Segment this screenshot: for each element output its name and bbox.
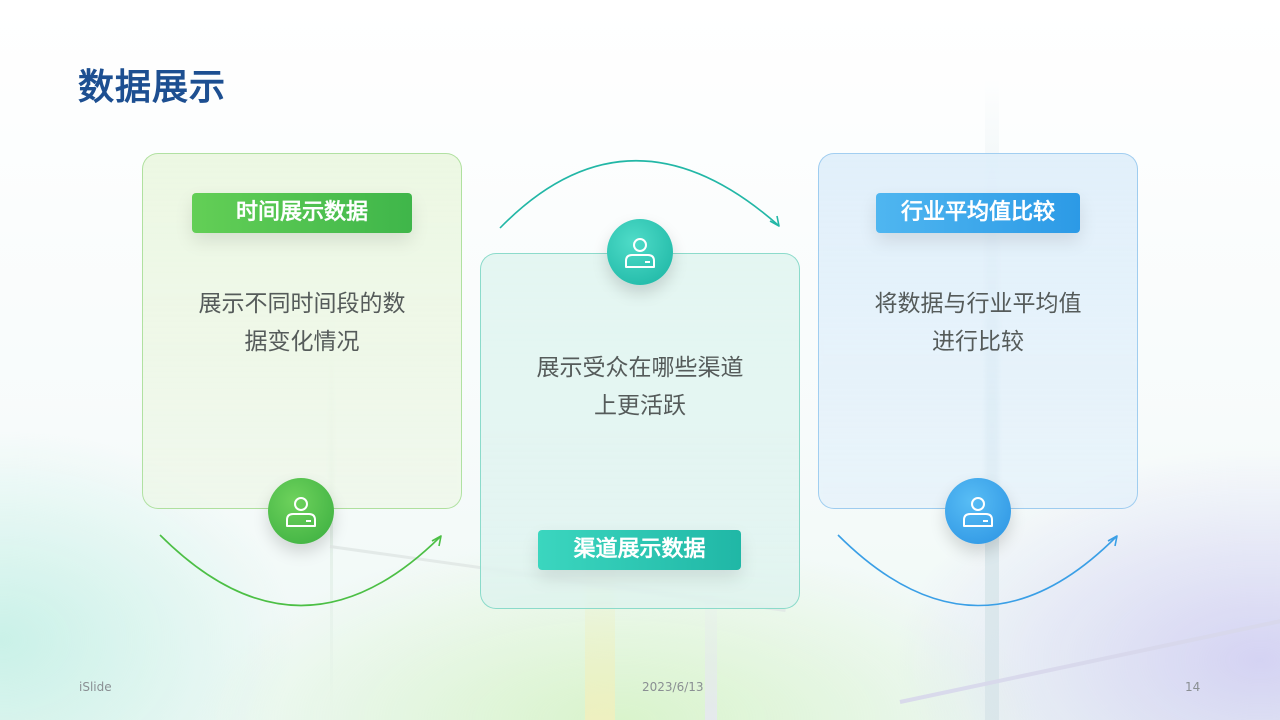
card-channel-data-description: 展示受众在哪些渠道 上更活跃 [480,349,800,425]
footer-date: 2023/6/13 [642,680,704,694]
user-icon [607,219,673,285]
description-line: 据变化情况 [244,329,360,355]
card-industry-average-label: 行业平均值比较 [876,193,1080,233]
card-time-data-description: 展示不同时间段的数 据变化情况 [142,285,462,361]
description-line: 展示受众在哪些渠道 [536,355,744,381]
description-line: 上更活跃 [594,393,686,419]
background-streak [899,616,1280,704]
page-number: 14 [1185,680,1201,694]
user-icon [945,478,1011,544]
card-channel-data-label: 渠道展示数据 [538,530,741,570]
page-title: 数据展示 [78,67,227,108]
arc-arrow-blue [837,534,1118,607]
card-industry-average-description: 将数据与行业平均值 进行比较 [818,285,1138,361]
arc-arrow-teal [499,160,780,229]
description-line: 将数据与行业平均值 [874,291,1082,317]
card-time-data-label: 时间展示数据 [192,193,412,233]
user-icon [268,478,334,544]
arc-arrow-green [159,534,442,607]
description-line: 进行比较 [932,329,1024,355]
footer-brand: iSlide [79,680,112,694]
description-line: 展示不同时间段的数 [198,291,406,317]
